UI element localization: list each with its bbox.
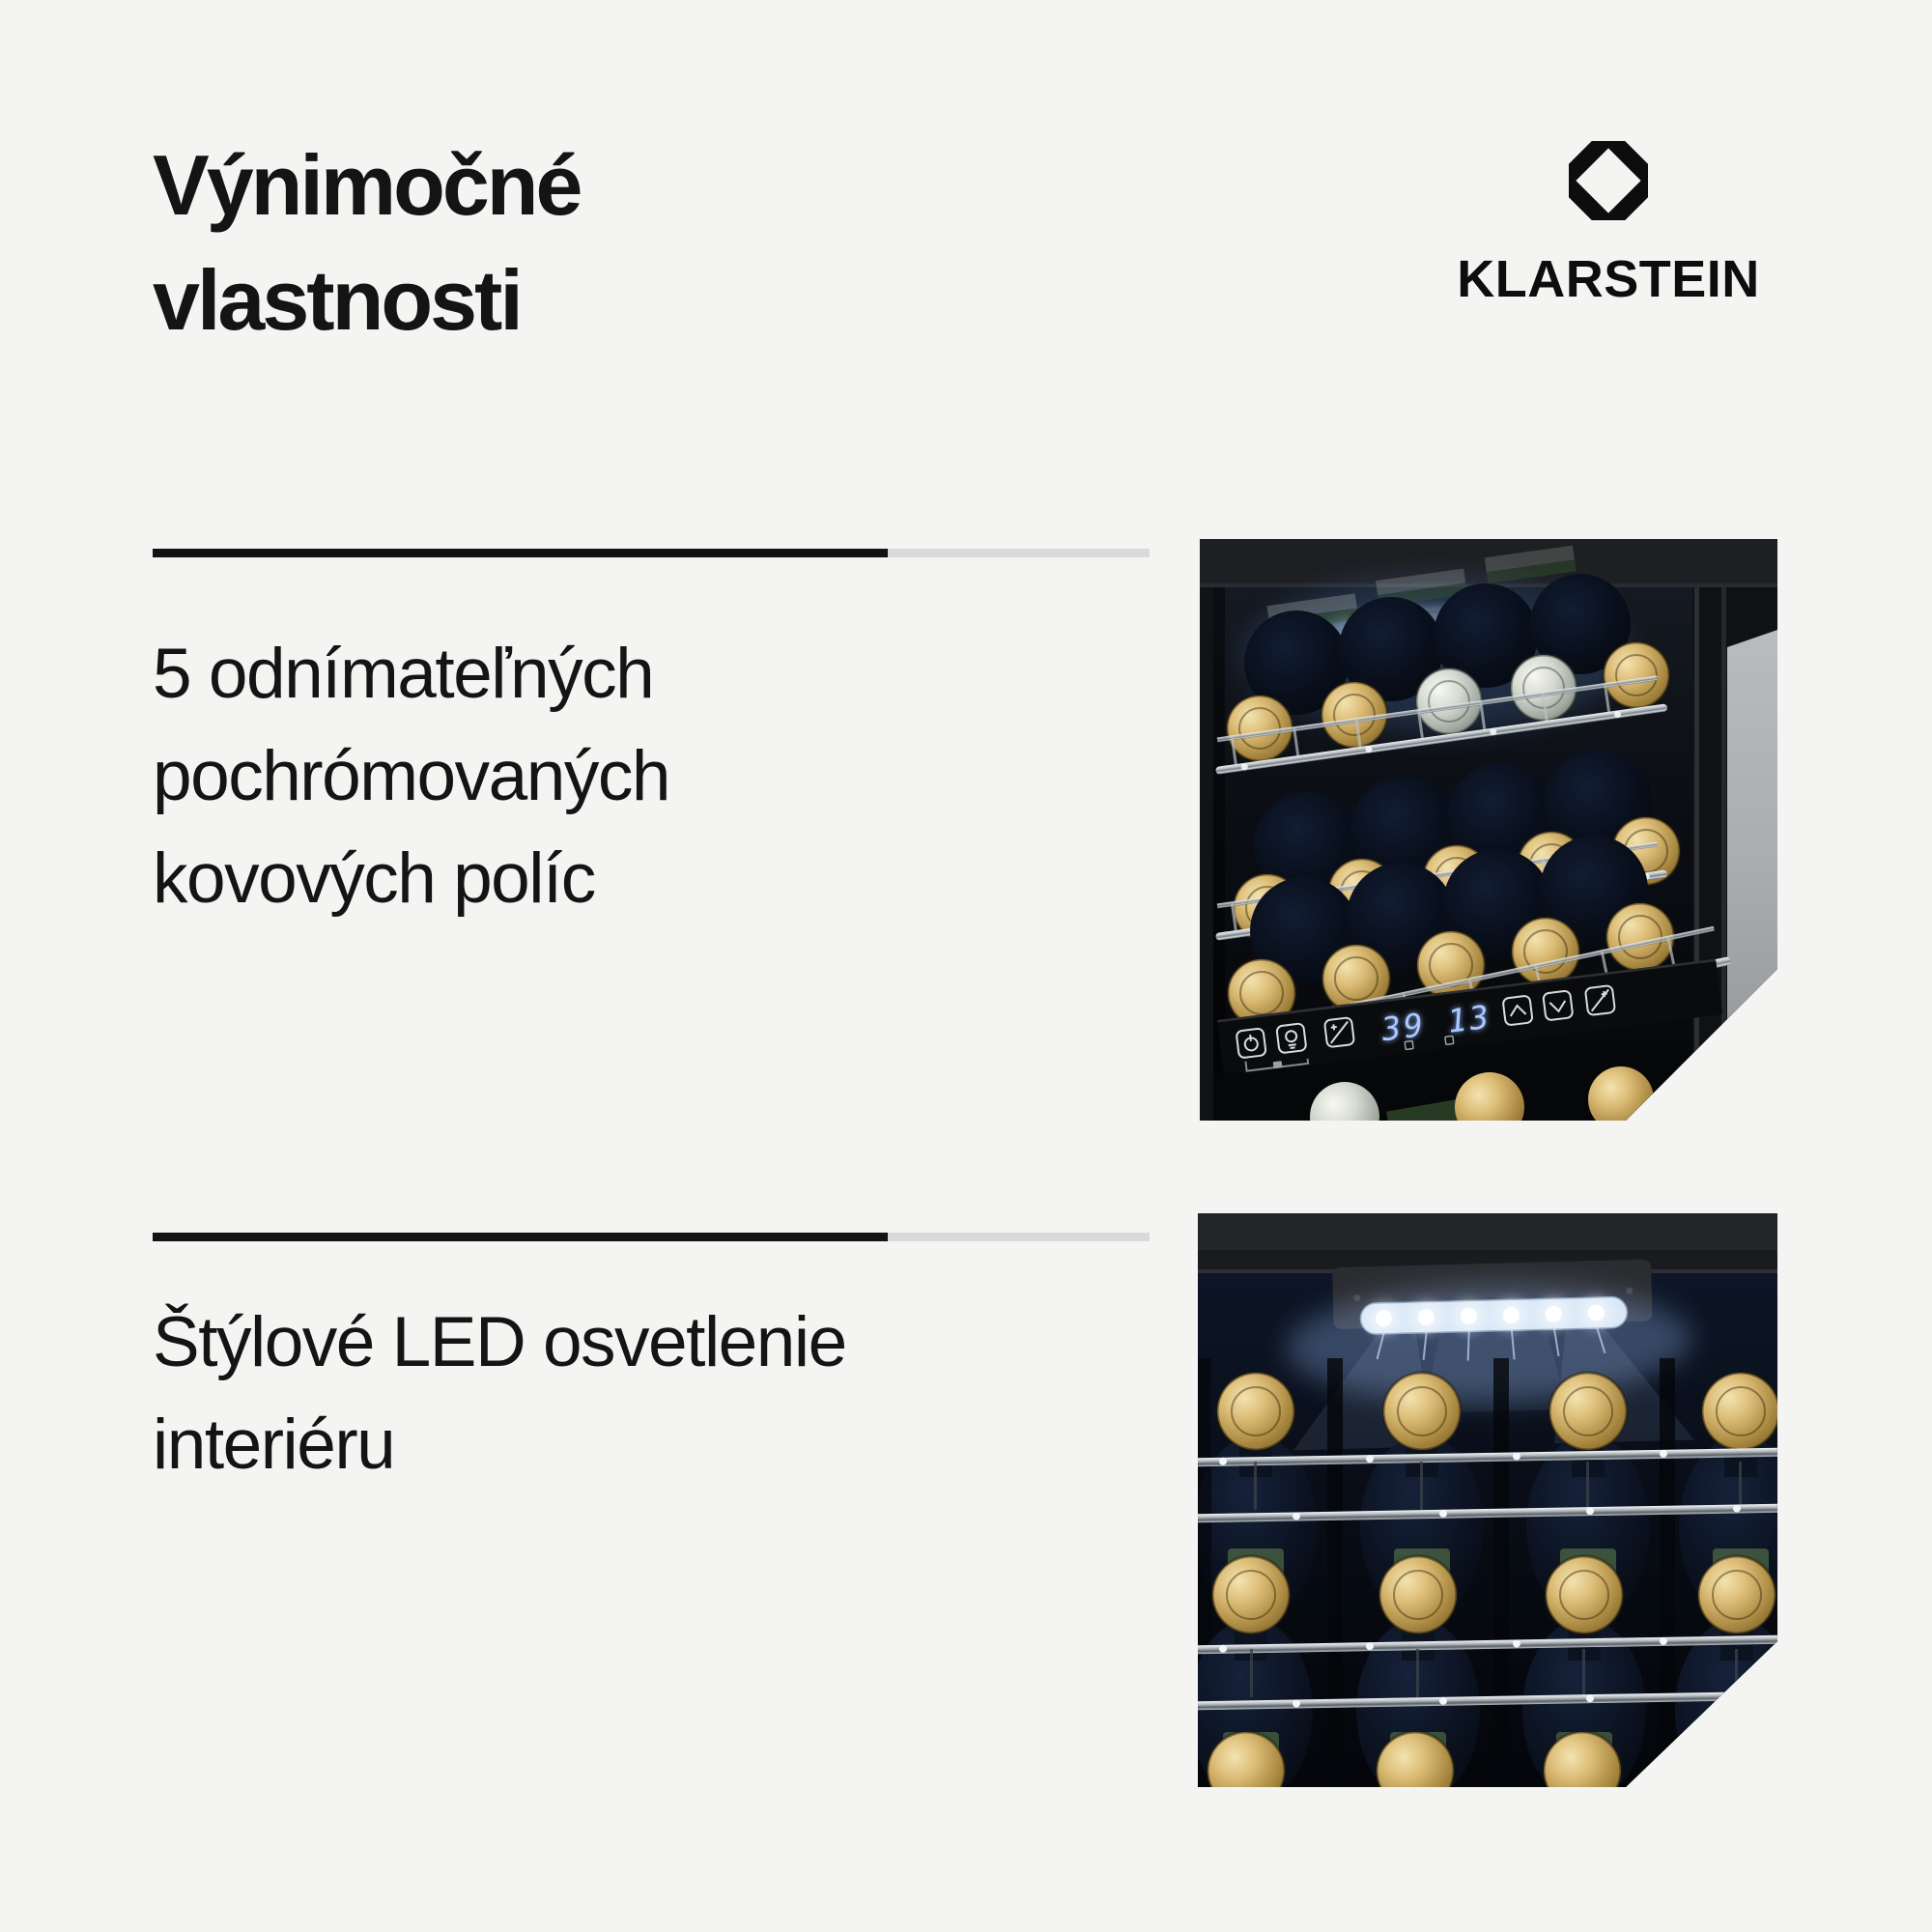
bottle-cap <box>1700 1371 1777 1452</box>
bottle-cap <box>1215 1371 1296 1452</box>
zone-left-button-icon <box>1323 1016 1355 1048</box>
top-frame-band <box>1198 1213 1777 1250</box>
chrome-shelf-1 <box>1215 675 1668 775</box>
feature-text-led: Štýlové LED osvetlenie interiéru <box>153 1292 847 1496</box>
bottle-cap <box>1548 1371 1629 1452</box>
power-button-icon <box>1236 1027 1267 1059</box>
bottle-cap-silver <box>1414 667 1484 736</box>
control-panel: 39 13 39 13 <box>1217 958 1722 1076</box>
divider-light-segment <box>888 549 1150 557</box>
divider-dark-segment <box>153 1233 888 1241</box>
lock-icon <box>1272 1061 1283 1069</box>
bottle-cap <box>1696 1554 1777 1635</box>
bottle-cap <box>1375 1730 1456 1787</box>
led-photo-art <box>1198 1213 1777 1787</box>
top-frame-band <box>1200 539 1777 583</box>
section-divider-1 <box>153 549 1150 557</box>
bottle-cap <box>1381 1371 1463 1452</box>
led-flares <box>1376 1325 1606 1361</box>
brand-wordmark: KLARSTEIN <box>1457 250 1760 308</box>
feature-text-shelves: 5 odnímateľných pochrómovaných kovových … <box>153 623 670 930</box>
bottle-cap <box>1694 1730 1776 1787</box>
feature1-line1: 5 odnímateľných <box>153 635 655 713</box>
steel-side-panel <box>1727 630 1777 1121</box>
bottle-row-1 <box>1225 574 1671 763</box>
chrome-rod-pair-1 <box>1198 1447 1777 1523</box>
feature2-line1: Štýlové LED osvetlenie <box>153 1303 847 1381</box>
bottle-cap <box>1320 680 1389 750</box>
zone-right-button-icon <box>1584 984 1616 1016</box>
page-title-line1: Výnimočné <box>153 137 582 233</box>
brand: KLARSTEIN <box>1449 141 1768 309</box>
door-frame <box>1690 539 1777 1121</box>
bottle-cap <box>1210 1554 1292 1635</box>
section-divider-2 <box>153 1233 1150 1241</box>
feature1-line2: pochrómovaných <box>153 736 670 815</box>
up-arrow-button-icon <box>1502 995 1534 1026</box>
bottle-cap <box>1510 916 1581 987</box>
bottle-cap <box>1542 1730 1623 1787</box>
wine-cooler-led-light-photo <box>1198 1213 1777 1787</box>
led-diodes <box>1368 1297 1612 1334</box>
page-title-line2: vlastnosti <box>153 251 524 348</box>
down-arrow-button-icon <box>1542 989 1574 1021</box>
light-button-icon <box>1275 1022 1307 1054</box>
page-title: Výnimočné vlastnosti <box>153 128 582 358</box>
divider-dark-segment <box>153 549 888 557</box>
feature2-line2: interiéru <box>153 1405 396 1484</box>
bottle-cap <box>1206 1730 1287 1787</box>
chrome-rod-pair-2 <box>1198 1634 1777 1711</box>
klarstein-octagon-logo-icon <box>1569 141 1648 220</box>
bottle-cap <box>1378 1554 1459 1635</box>
shelves-photo-art: 39 13 39 13 <box>1200 539 1777 1121</box>
bottle-row-bottom <box>1213 1066 1696 1121</box>
divider-light-segment <box>888 1233 1150 1241</box>
feature1-line3: kovových políc <box>153 838 596 918</box>
bottle-zone-icons <box>1404 1035 1455 1051</box>
bottle-cap <box>1602 640 1671 710</box>
bottle-cap <box>1544 1554 1625 1635</box>
wine-cooler-shelves-photo: 39 13 39 13 <box>1200 539 1777 1121</box>
bottle-cap-silver <box>1509 653 1578 723</box>
